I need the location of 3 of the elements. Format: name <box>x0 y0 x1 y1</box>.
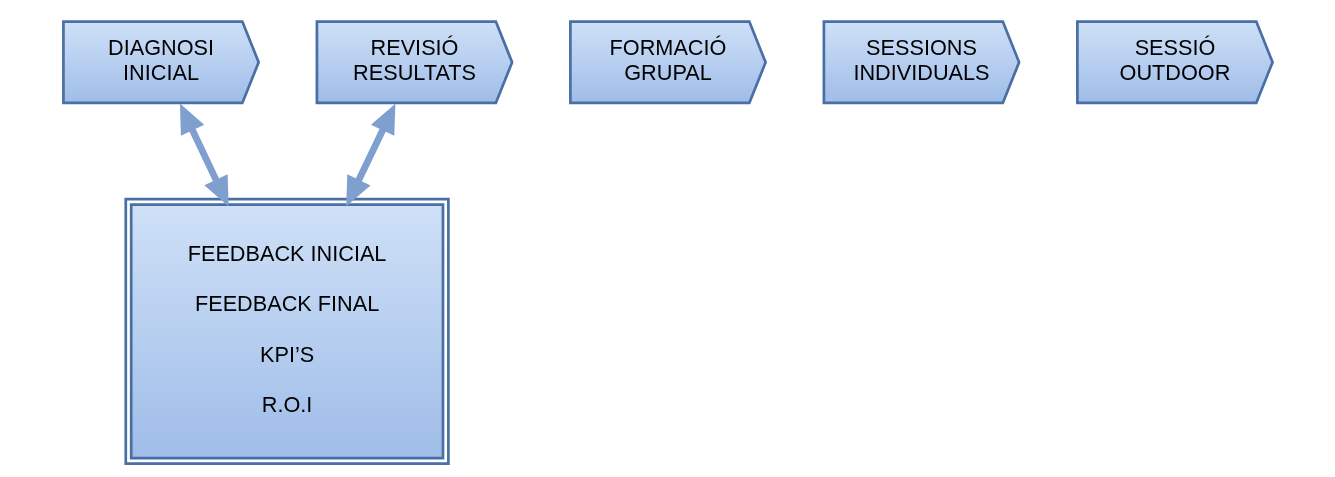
arrow <box>345 103 395 207</box>
node-box: FEEDBACK INICIAL FEEDBACK FINAL KPI’S R.O.I <box>123 197 450 465</box>
arrow <box>179 103 229 207</box>
